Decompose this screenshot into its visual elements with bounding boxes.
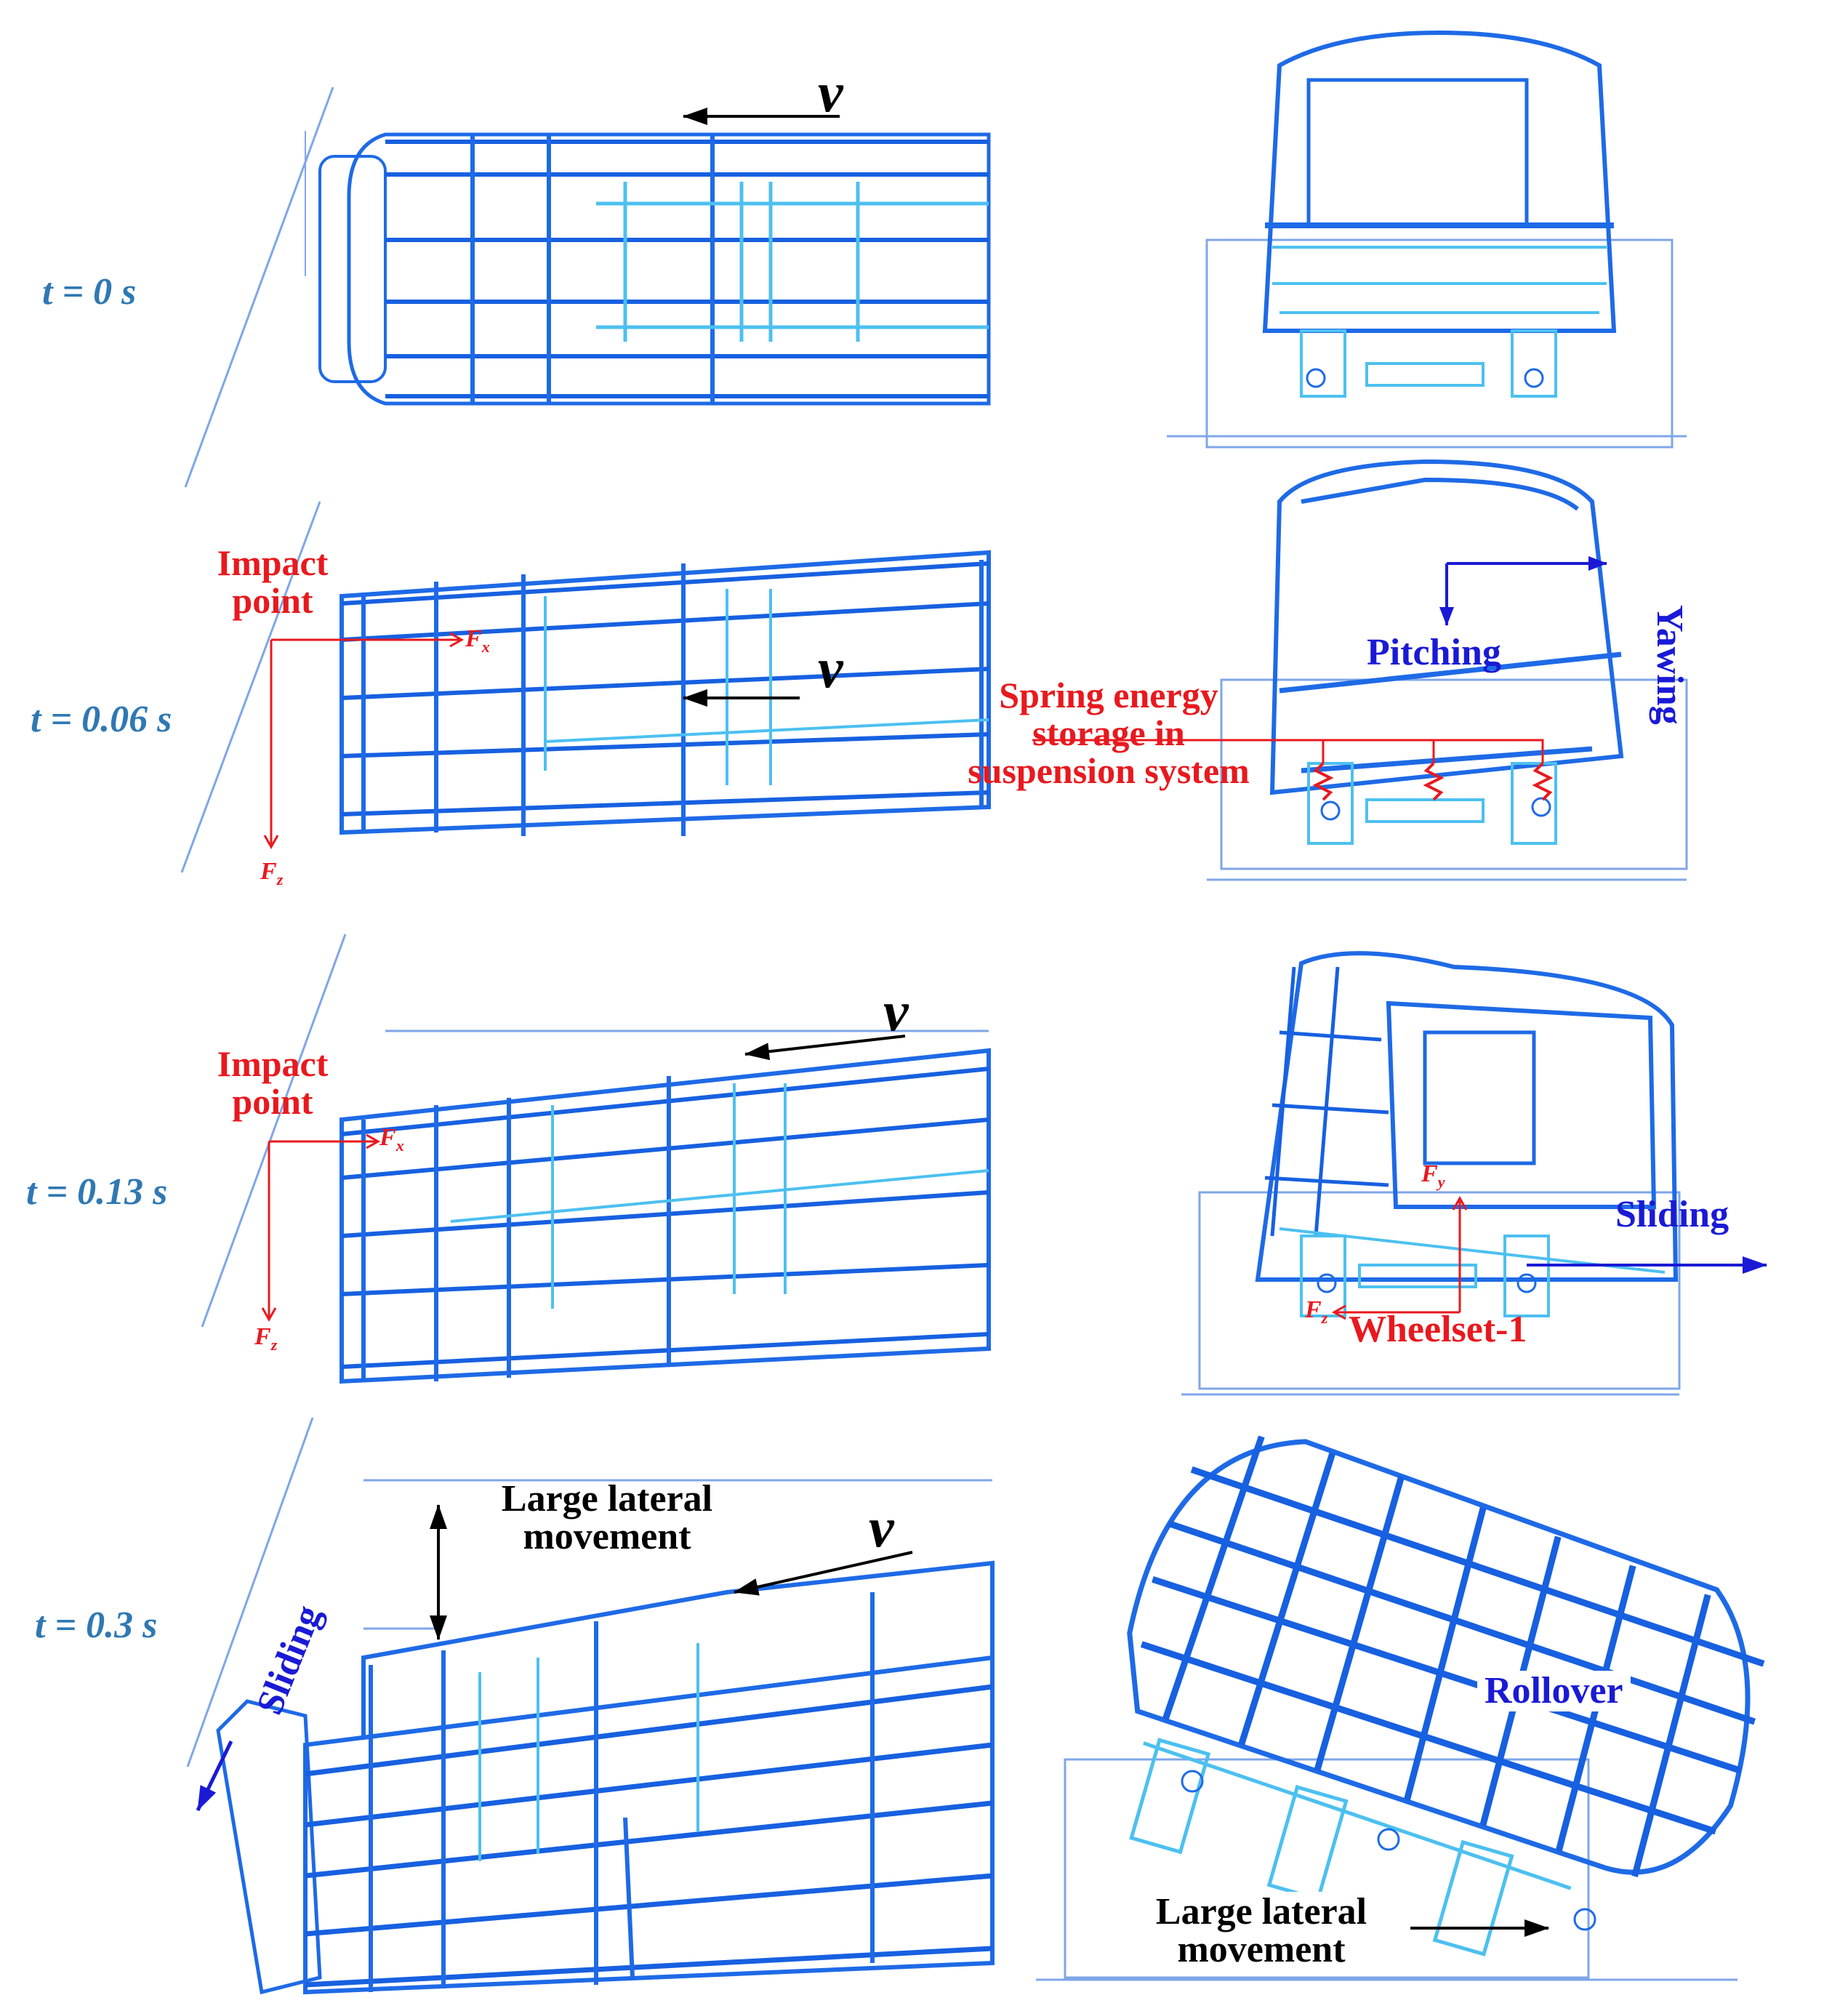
panel-3-top-view bbox=[201, 934, 991, 1384]
yawing-label: Yawing bbox=[1649, 605, 1690, 725]
panel-4-top-view bbox=[186, 1417, 995, 1995]
force-z-label-panel-2: Fz bbox=[260, 858, 284, 888]
time-label-panel-3: t = 0.13 s bbox=[26, 1171, 168, 1213]
velocity-symbol-panel-1: v bbox=[818, 60, 843, 124]
force-y-label-panel-3: Fy bbox=[1421, 1160, 1445, 1191]
large-lateral-movement-label-top: Large lateral movement bbox=[501, 1478, 713, 1557]
force-z-label-front-panel-3: Fz bbox=[1305, 1296, 1328, 1327]
velocity-symbol-panel-4: v bbox=[869, 1496, 894, 1559]
panel-1-top-view bbox=[184, 87, 991, 488]
force-x-label-panel-2: Fx bbox=[465, 625, 490, 656]
time-label-panel-4: t = 0.3 s bbox=[35, 1605, 158, 1646]
wheelset-label: Wheelset-1 bbox=[1349, 1309, 1527, 1350]
velocity-symbol-panel-3: v bbox=[883, 979, 909, 1043]
pitching-label: Pitching bbox=[1367, 632, 1501, 673]
panel-2-front-view bbox=[1207, 459, 1688, 881]
spring-energy-label: Spring energy storage in suspension syst… bbox=[968, 675, 1250, 791]
panel-1-front-view bbox=[1167, 30, 1687, 449]
impact-point-label-panel-2: Impact point bbox=[217, 542, 329, 621]
time-label-panel-2: t = 0.06 s bbox=[31, 699, 172, 740]
force-z-label-panel-3: Fz bbox=[254, 1323, 278, 1354]
velocity-symbol-panel-2: v bbox=[818, 636, 843, 699]
large-lateral-movement-label-front: Large lateral movement bbox=[1112, 1892, 1410, 1970]
panel-3-front-view bbox=[1181, 951, 1681, 1396]
sliding-label-panel-3: Sliding bbox=[1615, 1194, 1730, 1235]
time-label-panel-1: t = 0 s bbox=[42, 271, 137, 313]
impact-point-label-panel-3: Impact point bbox=[217, 1043, 329, 1122]
force-x-label-panel-3: Fx bbox=[379, 1124, 404, 1155]
rollover-label: Rollover bbox=[1477, 1671, 1631, 1711]
